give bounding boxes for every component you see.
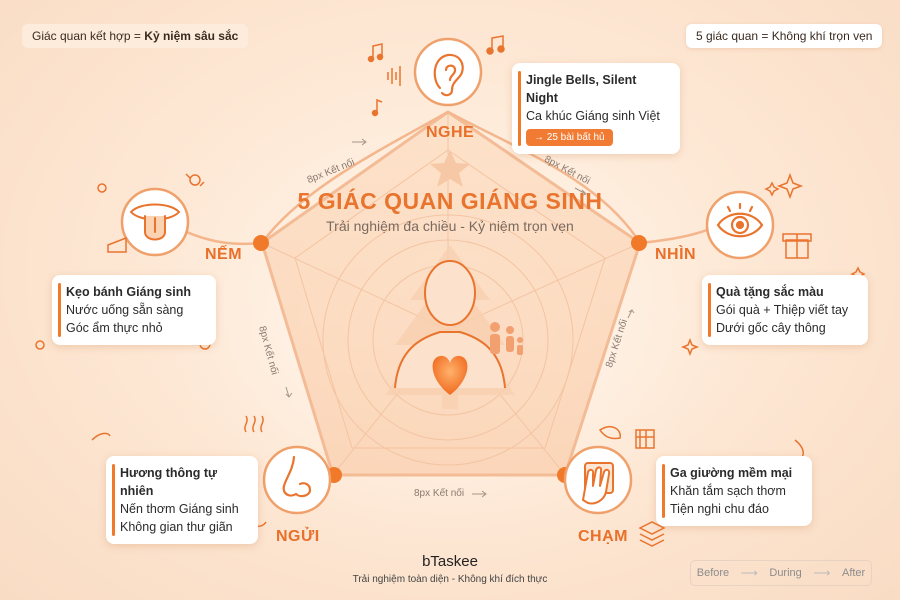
swirl-icon — [91, 432, 111, 441]
hand-icon — [582, 462, 614, 505]
towel-icon — [635, 429, 655, 449]
arrow-right-icon-2: ⟶ — [813, 566, 831, 580]
card-nghe-tag: → 25 bài bất hủ — [526, 129, 613, 146]
sound-wave-icon — [387, 66, 401, 86]
label-nhin: NHÌN — [655, 246, 697, 263]
timeline-during: During — [769, 567, 802, 579]
nhin-circle — [705, 190, 775, 260]
label-ngui: NGỬI — [276, 528, 320, 545]
card-cham-line2: Tiện nghi chu đáo — [670, 502, 769, 516]
card-cham: Ga giường mềm mại Khăn tắm sạch thơm Tiệ… — [656, 456, 812, 526]
heart-icon — [432, 355, 468, 395]
card-cham-line1: Khăn tắm sạch thơm — [670, 484, 786, 498]
nose-icon — [282, 455, 312, 498]
card-nghe-title: Jingle Bells, Silent Night — [526, 73, 637, 105]
nghe-circle — [413, 37, 483, 107]
card-nhin-line2: Dưới gốc cây thông — [716, 321, 826, 335]
brand-tagline: Trải nghiệm toàn diện - Không khí đích t… — [352, 574, 548, 585]
leaf-icon — [598, 426, 621, 440]
connector-label-bottom: 8px Kết nối — [414, 488, 465, 499]
steam-icon — [244, 415, 264, 433]
arrow-right-icon: ⟶ — [740, 566, 758, 580]
gift-icon — [782, 233, 812, 259]
card-cham-title: Ga giường mềm mại — [670, 466, 793, 480]
cham-circle — [563, 445, 633, 515]
card-ngui-title: Hương thông tự nhiên — [120, 466, 218, 498]
summary-pill-right: 5 giác quan = Không khí trọn vẹn — [686, 24, 883, 48]
ear-icon — [433, 53, 464, 97]
card-nhin-title: Quà tặng sắc màu — [716, 285, 824, 299]
card-nhin-line1: Gói quà + Thiệp viết tay — [716, 303, 849, 317]
nem-circle — [120, 187, 190, 257]
star-icon — [430, 150, 470, 187]
timeline: Before ⟶ During ⟶ After — [690, 560, 872, 586]
summary-left-bold: Kỷ niệm sâu sắc — [144, 29, 239, 43]
eye-icon — [716, 202, 764, 238]
timeline-after: After — [841, 567, 866, 579]
summary-pill-left: Giác quan kết hợp = Kỷ niệm sâu sắc — [22, 24, 249, 48]
card-ngui-line2: Không gian thư giãn — [120, 520, 233, 534]
timeline-before: Before — [696, 567, 730, 579]
card-nem-line2: Góc ẩm thực nhỏ — [66, 321, 163, 335]
label-nghe: NGHE — [426, 124, 475, 141]
summary-left-prefix: Giác quan kết hợp = — [32, 29, 145, 43]
card-nghe: Jingle Bells, Silent Night Ca khúc Giáng… — [512, 63, 680, 154]
card-nhin: Quà tặng sắc màu Gói quà + Thiệp viết ta… — [702, 275, 868, 345]
main-title: 5 GIÁC QUAN GIÁNG SINH — [297, 188, 603, 214]
mouth-icon — [129, 203, 181, 241]
cheese-icon — [107, 236, 127, 253]
card-nem-line1: Nước uống sẵn sàng — [66, 303, 184, 317]
card-ngui-line1: Nến thơm Giáng sinh — [120, 502, 239, 516]
card-nem: Kẹo bánh Giáng sinh Nước uống sẵn sàng G… — [52, 275, 216, 345]
card-ngui: Hương thông tự nhiên Nến thơm Giáng sinh… — [106, 456, 258, 544]
music-note-icon — [367, 43, 384, 63]
brand-name: bTaskee — [422, 553, 478, 570]
stack-icon — [638, 521, 666, 547]
label-nem: NẾM — [205, 246, 243, 263]
ngui-circle — [262, 445, 332, 515]
person-icon — [394, 260, 506, 389]
summary-right-text: 5 giác quan = Không khí trọn vẹn — [696, 29, 873, 43]
main-subtitle: Trải nghiệm đa chiều - Kỷ niệm trọn vẹn — [326, 218, 574, 234]
music-note-icon-2 — [486, 35, 505, 55]
music-note-icon-3 — [371, 98, 383, 117]
family-icon — [490, 322, 523, 355]
card-nem-title: Kẹo bánh Giáng sinh — [66, 285, 192, 299]
label-cham: CHẠM — [578, 528, 628, 545]
card-nghe-line1: Ca khúc Giáng sinh Việt — [526, 109, 660, 123]
